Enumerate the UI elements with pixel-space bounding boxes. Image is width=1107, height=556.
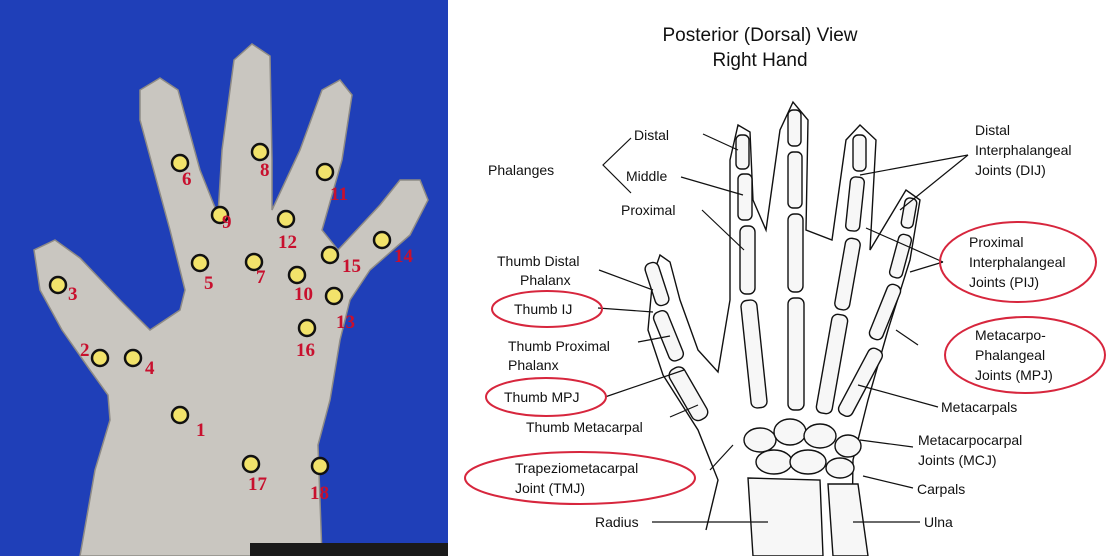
label-thumb-metacarpal: Thumb Metacarpal — [526, 419, 643, 435]
marker-dot-5 — [192, 255, 208, 271]
label-pij-1: Proximal — [969, 234, 1023, 250]
label-proximal: Proximal — [621, 202, 675, 218]
marker-dot-8 — [252, 144, 268, 160]
label-mcj-2: Joints (MCJ) — [918, 452, 997, 468]
label-thumb-proximal-2: Phalanx — [508, 357, 559, 373]
label-mpj-3: Joints (MPJ) — [975, 367, 1053, 383]
marker-dot-15 — [322, 247, 338, 263]
marker-number-5: 5 — [204, 273, 214, 294]
marker-number-2: 2 — [80, 340, 90, 361]
marker-number-17: 17 — [248, 474, 268, 495]
marker-dot-1 — [172, 407, 188, 423]
label-thumb-mpj: Thumb MPJ — [504, 389, 579, 405]
label-thumb-distal-2: Phalanx — [520, 272, 571, 288]
label-mpj-1: Metacarpo- — [975, 327, 1046, 343]
diagram-title-line2: Right Hand — [712, 50, 807, 71]
marker-dot-2 — [92, 350, 108, 366]
label-middle: Middle — [626, 168, 667, 184]
marker-number-6: 6 — [182, 169, 192, 190]
marker-number-13: 13 — [336, 312, 355, 333]
marker-number-11: 11 — [330, 184, 348, 205]
marker-dot-18 — [312, 458, 328, 474]
sleeve-edge — [250, 543, 448, 556]
marker-number-9: 9 — [222, 212, 232, 233]
label-dij-2: Interphalangeal — [975, 142, 1072, 158]
marker-dot-13 — [326, 288, 342, 304]
label-thumb-proximal-1: Thumb Proximal — [508, 338, 610, 354]
label-radius: Radius — [595, 514, 639, 530]
marker-number-10: 10 — [294, 284, 313, 305]
label-tmj-2: Joint (TMJ) — [515, 480, 585, 496]
marker-dot-3 — [50, 277, 66, 293]
label-pij-2: Interphalangeal — [969, 254, 1066, 270]
marker-number-8: 8 — [260, 160, 270, 181]
label-thumb-distal-1: Thumb Distal — [497, 253, 579, 269]
marker-number-18: 18 — [310, 483, 329, 504]
marker-dot-14 — [374, 232, 390, 248]
label-mcj-1: Metacarpocarpal — [918, 432, 1022, 448]
marker-number-15: 15 — [342, 256, 361, 277]
hand-anatomy-diagram: Posterior (Dorsal) View Right Hand — [448, 0, 1107, 556]
label-dij-3: Joints (DIJ) — [975, 162, 1046, 178]
label-dij-1: Distal — [975, 122, 1010, 138]
marker-number-3: 3 — [68, 284, 78, 305]
label-thumb-ij: Thumb IJ — [514, 301, 572, 317]
marker-number-16: 16 — [296, 340, 315, 361]
label-metacarpals: Metacarpals — [941, 399, 1017, 415]
marker-dot-4 — [125, 350, 141, 366]
label-ulna: Ulna — [924, 514, 953, 530]
diagram-title-line1: Posterior (Dorsal) View — [663, 25, 858, 46]
marker-number-1: 1 — [196, 420, 206, 441]
marker-dot-12 — [278, 211, 294, 227]
label-distal: Distal — [634, 127, 669, 143]
marker-number-7: 7 — [256, 267, 266, 288]
label-mpj-2: Phalangeal — [975, 347, 1045, 363]
marker-number-12: 12 — [278, 232, 297, 253]
label-carpals: Carpals — [917, 481, 965, 497]
label-pij-3: Joints (PIJ) — [969, 274, 1039, 290]
marker-dot-17 — [243, 456, 259, 472]
marker-number-4: 4 — [145, 358, 155, 379]
label-tmj-1: Trapeziometacarpal — [515, 460, 638, 476]
label-phalanges: Phalanges — [488, 162, 554, 178]
marker-dot-11 — [317, 164, 333, 180]
marker-dot-10 — [289, 267, 305, 283]
marker-number-14: 14 — [394, 246, 414, 267]
marker-dot-16 — [299, 320, 315, 336]
